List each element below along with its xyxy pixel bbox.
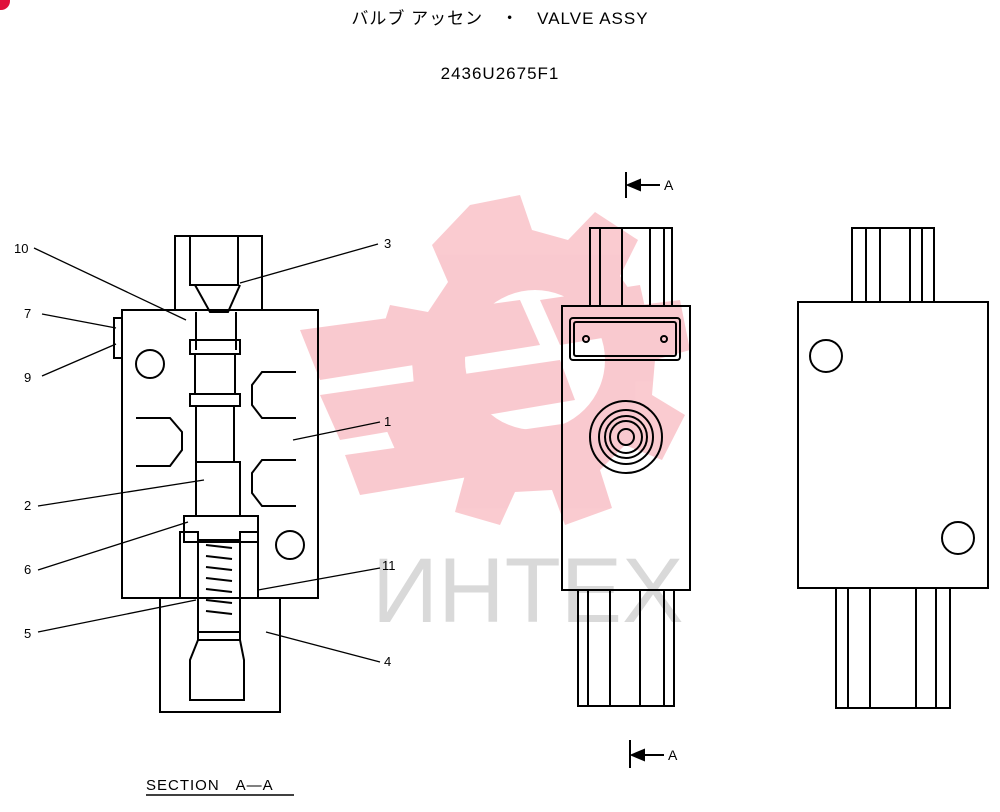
section-arrow-top-label: A	[664, 177, 674, 193]
section-view	[113, 235, 319, 713]
callout-3: 3	[384, 236, 391, 251]
part-number: 2436U2675F1	[440, 64, 560, 83]
callout-11: 11	[382, 558, 396, 573]
callout-9: 9	[24, 370, 31, 385]
callout-labels: 10 3 7 9 1 2 6 11 5 4 A A SECTION A—A	[14, 177, 678, 794]
leader-lines	[33, 243, 381, 663]
callout-2: 2	[24, 498, 31, 513]
callout-5: 5	[24, 626, 31, 641]
side-view	[797, 227, 989, 709]
front-view	[561, 172, 691, 768]
section-arrow-bottom-label: A	[668, 747, 678, 763]
corner-badge	[0, 0, 10, 10]
callout-1: 1	[384, 414, 391, 429]
callout-10: 10	[14, 241, 28, 256]
callout-4: 4	[384, 654, 391, 669]
section-label: SECTION A—A	[146, 777, 274, 794]
page-title: バルブ アッセン ・ VALVE ASSY	[351, 9, 649, 28]
callout-6: 6	[24, 562, 31, 577]
callout-7: 7	[24, 306, 31, 321]
